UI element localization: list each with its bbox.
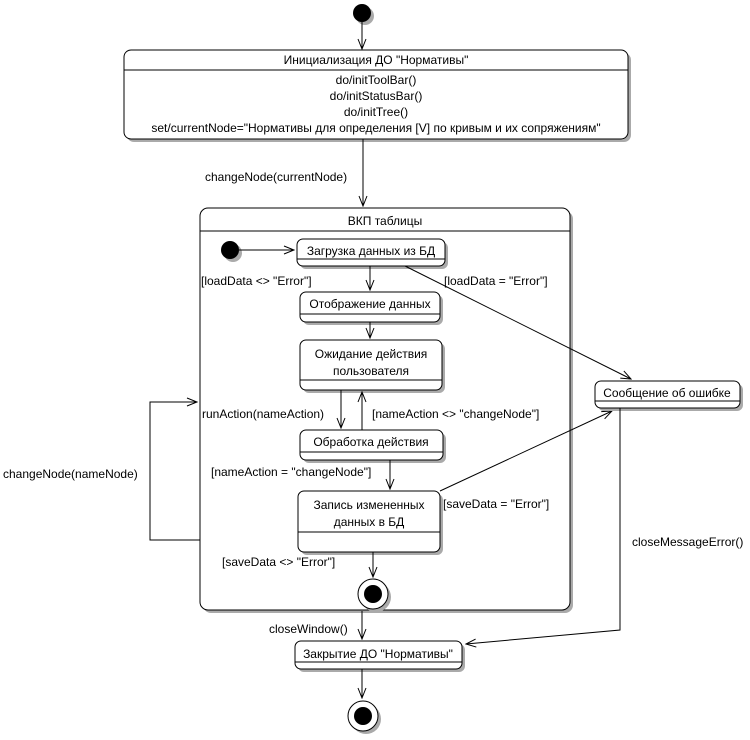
state-display: Отображение данных [299,291,443,325]
edge-error-to-close [466,408,621,644]
inner-initial-dot [221,241,239,259]
state-wait-box [299,339,443,391]
state-save: Запись измененных данных в БД [297,490,443,555]
final-state-dot [354,707,372,725]
final-state-node [347,700,381,734]
state-error: Сообщение об ошибке [594,380,743,411]
inner-final-state-node [357,578,391,612]
label-changeNode-nameNode: changeNode(nameNode) [3,467,138,481]
state-wait-title-line2: пользователя [333,364,409,378]
state-error-title: Сообщение об ошибке [603,386,731,400]
label-changeNode-currentNode: changeNode(currentNode) [205,170,347,184]
state-process: Обработка действия [299,429,446,463]
label-nameAction-eq-changeNode: [nameAction = "changeNode"] [211,465,371,479]
state-save-title-line1: Запись измененных [313,498,424,512]
state-init-action-2: do/initStatusBar() [330,89,423,103]
edge-save-to-error [439,411,612,492]
initial-state-node [353,4,374,25]
label-nameAction-ne-changeNode: [nameAction <> "changeNode"] [372,407,539,421]
state-display-title: Отображение данных [309,297,430,311]
state-wait: Ожидание действия пользователя [299,339,445,393]
edge-composite-self-changeNode [149,402,200,541]
state-load-title: Загрузка данных из БД [307,244,435,258]
label-loadData-error: [loadData = "Error"] [444,274,548,288]
label-saveData-error: [saveData = "Error"] [443,497,549,511]
initial-state-dot [353,4,371,22]
state-close-title: Закрытие ДО "Нормативы" [303,647,453,661]
state-init-action-1: do/initToolBar() [336,73,417,87]
state-init-box [123,49,629,140]
label-closeWindow: closeWindow() [269,622,348,636]
label-runAction: runAction(nameAction) [202,407,324,421]
state-composite-box [199,207,571,611]
label-saveData-ok: [saveData <> "Error"] [222,555,335,569]
state-wait-title-line1: Ожидание действия [315,347,428,361]
state-process-title: Обработка действия [313,435,428,449]
state-save-title-line2: данных в БД [334,515,405,529]
inner-initial-state-node [221,241,242,262]
state-save-box [297,490,441,553]
state-composite-vkp: ВКП таблицы [199,207,573,613]
edge-load-to-error [404,265,631,379]
state-init: Инициализация ДО "Нормативы" do/initTool… [123,49,631,142]
label-loadData-ok: [loadData <> "Error"] [201,274,312,288]
state-close: Закрытие ДО "Нормативы" [294,640,465,672]
inner-final-dot [364,585,382,603]
state-load: Загрузка данных из БД [296,238,448,269]
label-closeMessageError: closeMessageError() [632,535,743,549]
state-init-action-4: set/currentNode="Нормативы для определен… [151,121,600,135]
state-init-action-3: do/initTree() [344,105,408,119]
state-init-title: Инициализация ДО "Нормативы" [284,53,469,67]
state-composite-title: ВКП таблицы [348,214,423,228]
